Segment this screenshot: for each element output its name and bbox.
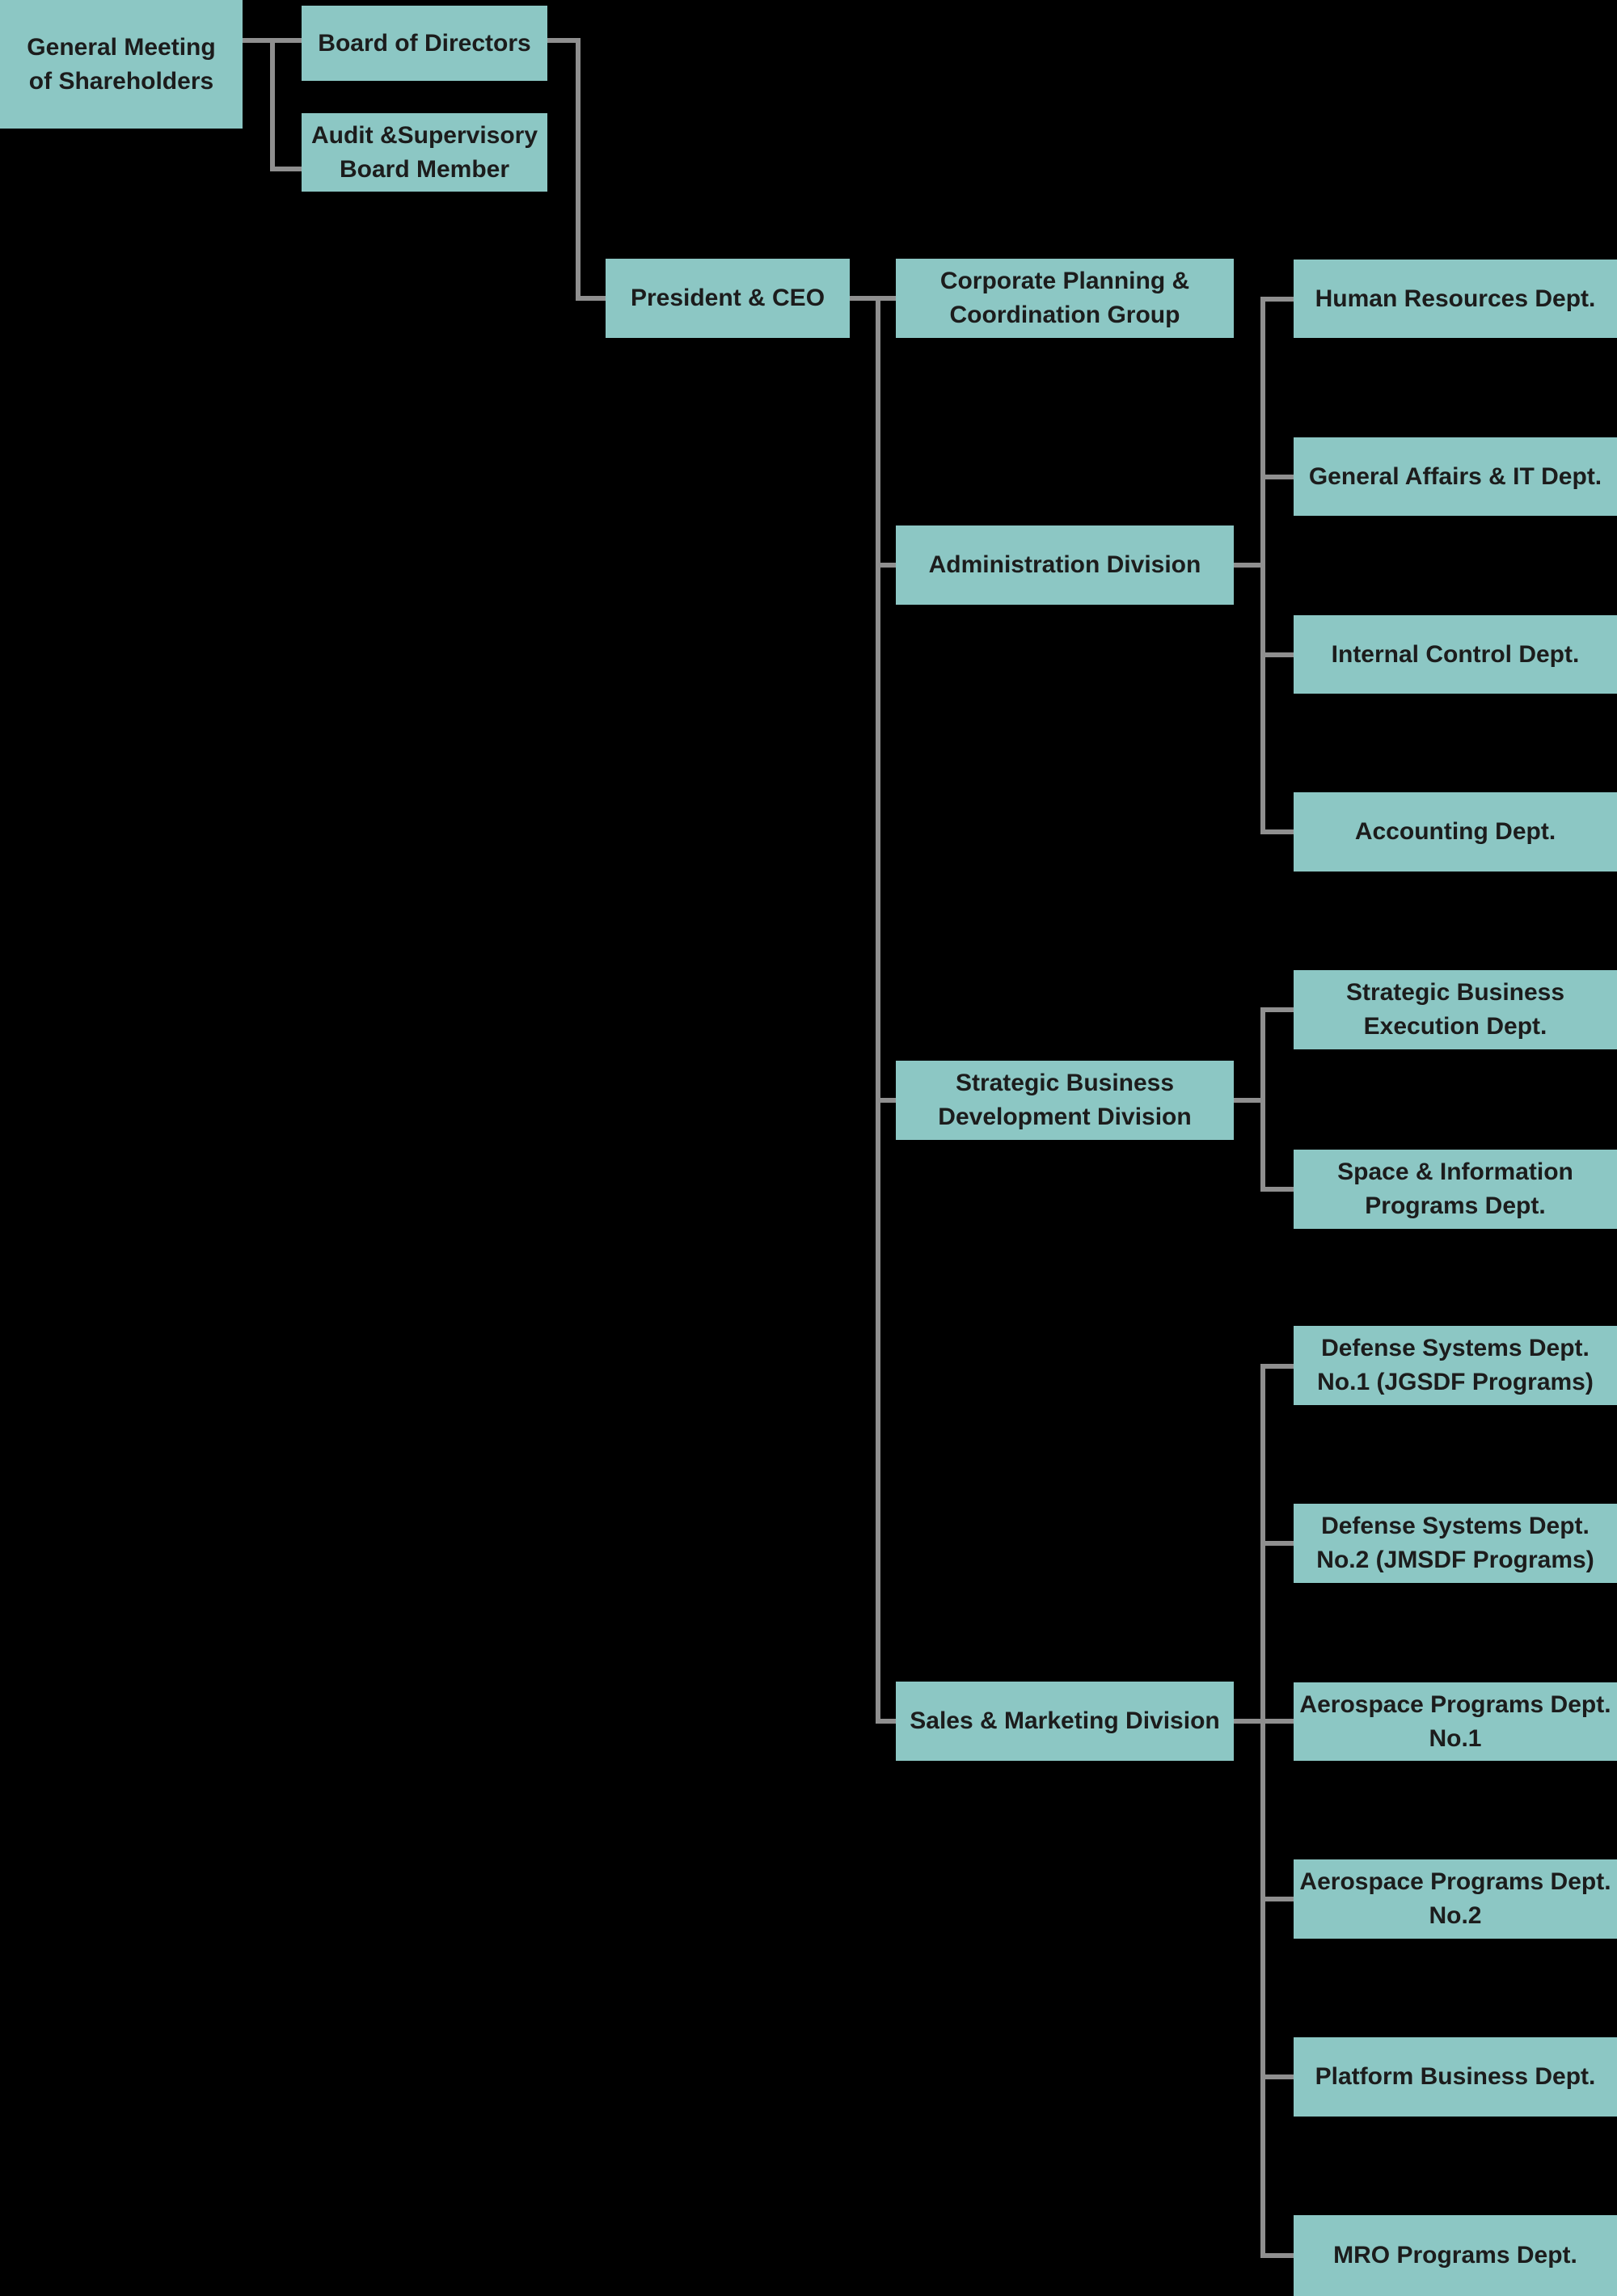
org-node-general-meeting-of-shareholders: General Meeting of Shareholders — [0, 0, 243, 129]
connector-trunk-v — [876, 296, 880, 1724]
connector-to-audit-h — [270, 167, 302, 171]
connector-president-to-corporate-h — [850, 296, 896, 301]
connector-strategic-dev-out-h — [1234, 1098, 1265, 1103]
connector-stub-aerospace-1-h — [1260, 1719, 1294, 1724]
org-node-sales-marketing-division: Sales & Marketing Division — [896, 1682, 1234, 1761]
org-node-strategic-business-development-division: Strategic Business Development Division — [896, 1061, 1234, 1140]
connector-board-out-h — [547, 38, 581, 43]
connector-stub-space-information-h — [1260, 1187, 1294, 1192]
connector-stub-internal-control-h — [1260, 652, 1294, 657]
org-node-audit-supervisory-board-member: Audit &Supervisory Board Member — [302, 113, 547, 192]
org-node-defense-systems-dept-no2: Defense Systems Dept. No.2 (JMSDF Progra… — [1294, 1504, 1617, 1583]
connector-sbd-group-v — [1260, 1007, 1265, 1192]
connector-stub-defense-2-h — [1260, 1541, 1294, 1546]
org-node-space-information-programs-dept: Space & Information Programs Dept. — [1294, 1150, 1617, 1229]
org-node-aerospace-programs-dept-no1: Aerospace Programs Dept. No.1 — [1294, 1682, 1617, 1761]
org-node-president-ceo: President & CEO — [606, 259, 850, 338]
org-node-corporate-planning-coordination-group: Corporate Planning & Coordination Group — [896, 259, 1234, 338]
connector-into-president-h — [576, 296, 606, 301]
org-node-general-affairs-it-dept: General Affairs & IT Dept. — [1294, 437, 1617, 516]
org-node-mro-programs-dept: MRO Programs Dept. — [1294, 2215, 1617, 2296]
connector-stub-sales-marketing-h — [876, 1719, 896, 1724]
org-node-defense-systems-dept-no1: Defense Systems Dept. No.1 (JGSDF Progra… — [1294, 1326, 1617, 1405]
org-node-administration-division: Administration Division — [896, 525, 1234, 605]
connector-root-junction-v — [270, 38, 275, 171]
org-node-platform-business-dept: Platform Business Dept. — [1294, 2037, 1617, 2117]
connector-stub-general-affairs-h — [1260, 475, 1294, 479]
connector-stub-administration-h — [876, 563, 896, 568]
connector-stub-accounting-h — [1260, 829, 1294, 834]
connector-admin-group-v — [1260, 297, 1265, 834]
org-node-strategic-business-execution-dept: Strategic Business Execution Dept. — [1294, 970, 1617, 1049]
connector-stub-human-resources-h — [1260, 297, 1294, 302]
connector-stub-strategic-dev-h — [876, 1098, 896, 1103]
org-node-aerospace-programs-dept-no2: Aerospace Programs Dept. No.2 — [1294, 1859, 1617, 1939]
connector-stub-platform-h — [1260, 2074, 1294, 2079]
connector-stub-defense-1-h — [1260, 1364, 1294, 1369]
connector-sm-group-v — [1260, 1364, 1265, 2258]
connector-stub-strategic-exec-h — [1260, 1007, 1294, 1012]
connector-stub-aerospace-2-h — [1260, 1897, 1294, 1901]
connector-administration-out-h — [1234, 563, 1265, 568]
connector-stub-mro-h — [1260, 2253, 1294, 2258]
org-node-human-resources-dept: Human Resources Dept. — [1294, 260, 1617, 338]
org-node-board-of-directors: Board of Directors — [302, 6, 547, 81]
org-node-accounting-dept: Accounting Dept. — [1294, 792, 1617, 872]
connector-board-to-president-v — [576, 38, 581, 301]
org-node-internal-control-dept: Internal Control Dept. — [1294, 615, 1617, 694]
connector-sales-marketing-out-h — [1234, 1719, 1265, 1724]
